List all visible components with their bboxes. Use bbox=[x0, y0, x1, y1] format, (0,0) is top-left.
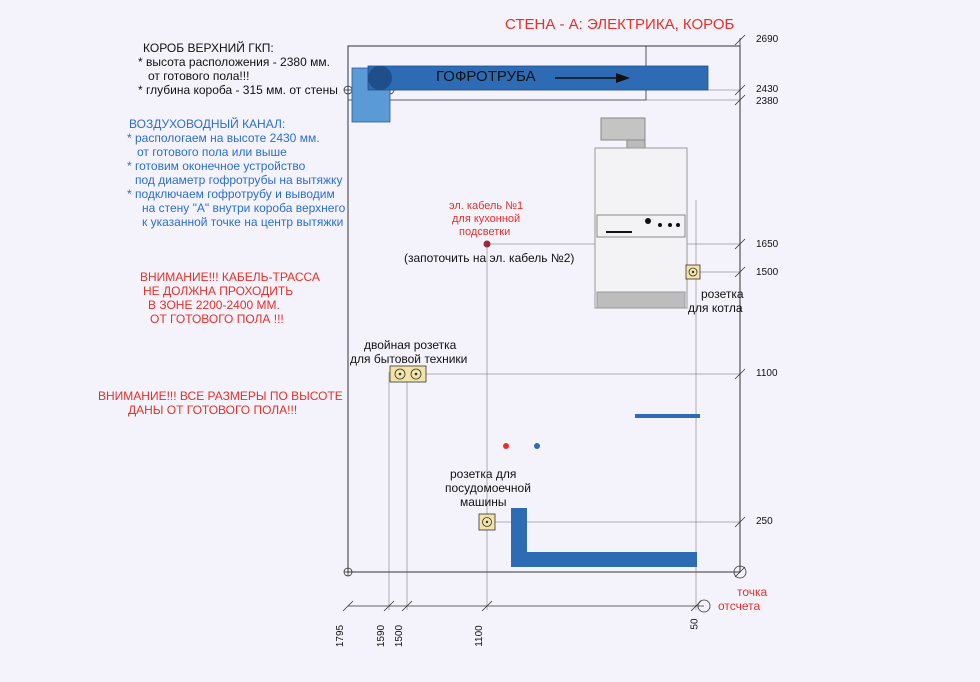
warning1-line4: ОТ ГОТОВОГО ПОЛА !!! bbox=[150, 312, 284, 326]
air-duct-line6: на стену "А" внутри короба верхнего bbox=[142, 201, 346, 215]
width-mark-1500: 1500 bbox=[394, 624, 406, 648]
origin-label-line1: точка bbox=[737, 585, 768, 599]
cable-label-line2: для кухонной bbox=[452, 213, 521, 225]
upper-box-heading: КОРОБ ВЕРХНИЙ ГКП: bbox=[143, 41, 274, 55]
warning2-line2: ДАНЫ ОТ ГОТОВОГО ПОЛА!!! bbox=[128, 403, 298, 417]
warning2-line1: ВНИМАНИЕ!!! ВСЕ РАЗМЕРЫ ПО ВЫСОТЕ bbox=[98, 389, 343, 403]
upper-box-line1: * высота расположения - 2380 мм. bbox=[138, 55, 330, 69]
cable-point bbox=[483, 240, 491, 248]
origin-marker bbox=[733, 565, 747, 579]
upper-box-line2: от готового пола!!! bbox=[148, 69, 250, 83]
air-duct-heading: ВОЗДУХОВОДНЫЙ КАНАЛ: bbox=[129, 117, 286, 131]
air-duct-line3: * готовим оконечное устройство bbox=[127, 159, 306, 173]
boiler-socket-label-line1: розетка bbox=[701, 287, 744, 301]
height-mark-2430: 2430 bbox=[756, 84, 779, 95]
double-socket-label-line1: двойная розетка bbox=[364, 338, 457, 352]
corrugated-pipe bbox=[367, 65, 709, 91]
cable-note: (запоточить на эл. кабель №2) bbox=[404, 251, 575, 265]
air-duct-line2: от готового пола или выше bbox=[137, 145, 287, 159]
boiler bbox=[594, 117, 688, 309]
double-socket bbox=[389, 365, 427, 383]
duct-outlet bbox=[368, 66, 392, 90]
height-mark-2690: 2690 bbox=[756, 34, 779, 45]
origin-label-line2: отсчета bbox=[718, 599, 761, 613]
height-mark-1650: 1650 bbox=[756, 239, 779, 250]
cable-label-line3: подсветки bbox=[459, 226, 511, 238]
countertop-bar bbox=[635, 414, 700, 418]
blue-dot bbox=[534, 443, 540, 449]
height-mark-2380: 2380 bbox=[756, 96, 779, 107]
dishwasher-socket-label-line3: машины bbox=[460, 495, 507, 509]
dishwasher-socket-label-line2: посудомоечной bbox=[445, 481, 531, 495]
drain-pipe bbox=[511, 508, 697, 567]
height-mark-1500: 1500 bbox=[756, 267, 779, 278]
air-duct-line1: * распологаем на высоте 2430 мм. bbox=[127, 131, 320, 145]
warning1-line2: НЕ ДОЛЖНА ПРОХОДИТЬ bbox=[143, 284, 294, 298]
warning1-line1: ВНИМАНИЕ!!! КАБЕЛЬ-ТРАССА bbox=[140, 270, 320, 284]
air-duct-line7: к указанной точке на центр вытяжки bbox=[142, 215, 344, 229]
height-mark-250: 250 bbox=[756, 516, 773, 527]
width-mark-50: 50 bbox=[689, 618, 701, 630]
duct-label: ГОФРОТРУБА bbox=[436, 68, 536, 85]
boiler-socket-label-line2: для котла bbox=[688, 301, 743, 315]
dishwasher-socket-label-line1: розетка для bbox=[450, 467, 517, 481]
height-mark-1100: 1100 bbox=[756, 368, 778, 379]
upper-box-line3: * глубина короба - 315 мм. от стены bbox=[138, 83, 338, 97]
air-duct-line5: * подключаем гофротрубу и выводим bbox=[127, 187, 335, 201]
red-dot bbox=[503, 443, 509, 449]
page-title: СТЕНА - А: ЭЛЕКТРИКА, КОРОБ bbox=[505, 16, 735, 33]
width-mark-1100: 1100 bbox=[473, 625, 485, 647]
cable-label-line1: эл. кабель №1 bbox=[449, 200, 524, 212]
width-mark-1795: 1795 bbox=[335, 624, 347, 648]
double-socket-label-line2: для бытовой техники bbox=[350, 352, 468, 366]
width-mark-1590: 1590 bbox=[376, 624, 388, 648]
warning1-line3: В ЗОНЕ 2200-2400 ММ. bbox=[148, 298, 280, 312]
air-duct-line4: под диаметр гофротрубы на вытяжку bbox=[135, 173, 343, 187]
